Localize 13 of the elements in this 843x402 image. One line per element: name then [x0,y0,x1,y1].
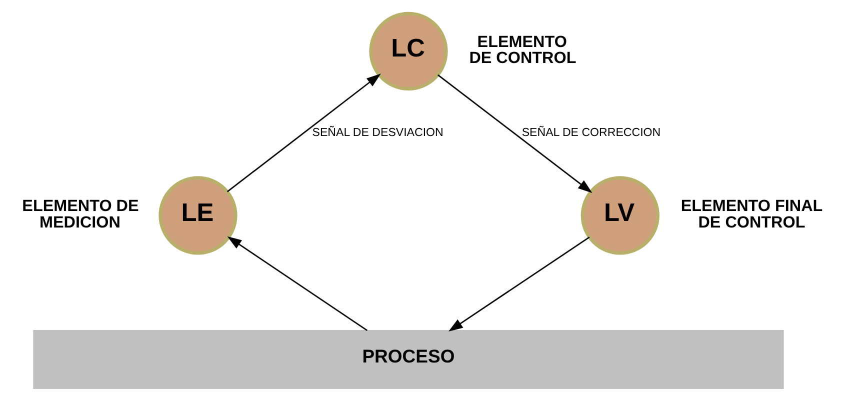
arrow [438,74,592,193]
node-circle: LV [580,176,660,255]
node-circle: LC [369,12,448,91]
arrow [226,74,381,192]
node-label: ELEMENTO DE MEDICION [22,197,139,232]
arrow [448,236,590,332]
edge-label: SEÑAL DE DESVIACION [312,127,444,140]
edge-label: SEÑAL DE CORRECCION [522,127,661,140]
node-label: ELEMENTO FINAL DE CONTROL [680,197,823,232]
node-label: ELEMENTO DE CONTROL [469,32,576,68]
node-circle: LE [158,176,238,255]
arrow [227,236,368,332]
node-box: PROCESO [33,330,784,389]
